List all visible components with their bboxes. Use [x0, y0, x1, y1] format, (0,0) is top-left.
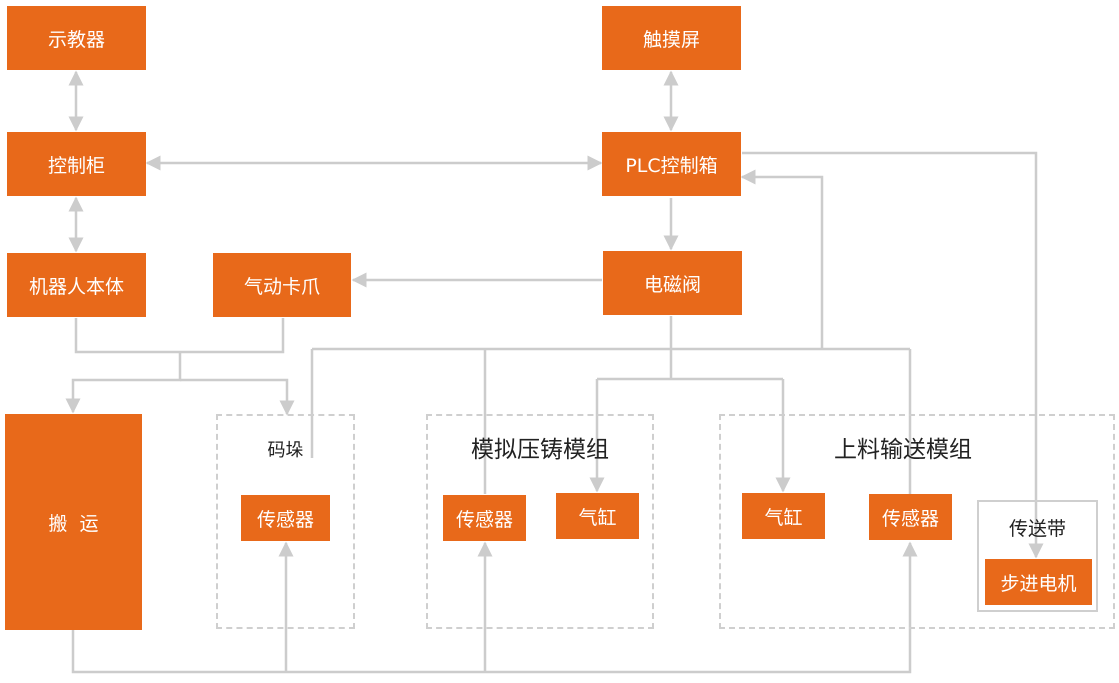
- stacking-sensor-node: 传感器: [241, 495, 330, 541]
- feed-sensor-node: 传感器: [869, 494, 952, 540]
- feed-cylinder-node: 气缸: [742, 493, 825, 539]
- die-casting-module: 模拟压铸模组: [426, 414, 654, 629]
- transport-node: 搬 运: [5, 414, 142, 630]
- feeding-label: 上料输送模组: [834, 437, 972, 463]
- die-cylinder-node: 气缸: [556, 493, 639, 539]
- stacking-module: 码垛: [216, 414, 355, 629]
- die-sensor-node: 传感器: [443, 495, 526, 541]
- stacking-label: 码垛: [267, 440, 304, 461]
- pneumatic-gripper-node: 气动卡爪: [213, 253, 351, 317]
- die-casting-label: 模拟压铸模组: [471, 437, 609, 463]
- teach-pendant-node: 示教器: [7, 6, 146, 70]
- control-cabinet-node: 控制柜: [7, 132, 146, 196]
- touch-screen-node: 触摸屏: [602, 6, 741, 70]
- robot-body-node: 机器人本体: [7, 253, 146, 317]
- plc-box-node: PLC控制箱: [602, 132, 741, 196]
- solenoid-valve-node: 电磁阀: [603, 251, 742, 315]
- conveyor-label: 传送带: [1008, 518, 1066, 540]
- stepper-motor-node: 步进电机: [985, 559, 1092, 605]
- feeding-module: 上料输送模组: [719, 414, 1115, 629]
- conveyor-box: 传送带: [977, 500, 1098, 612]
